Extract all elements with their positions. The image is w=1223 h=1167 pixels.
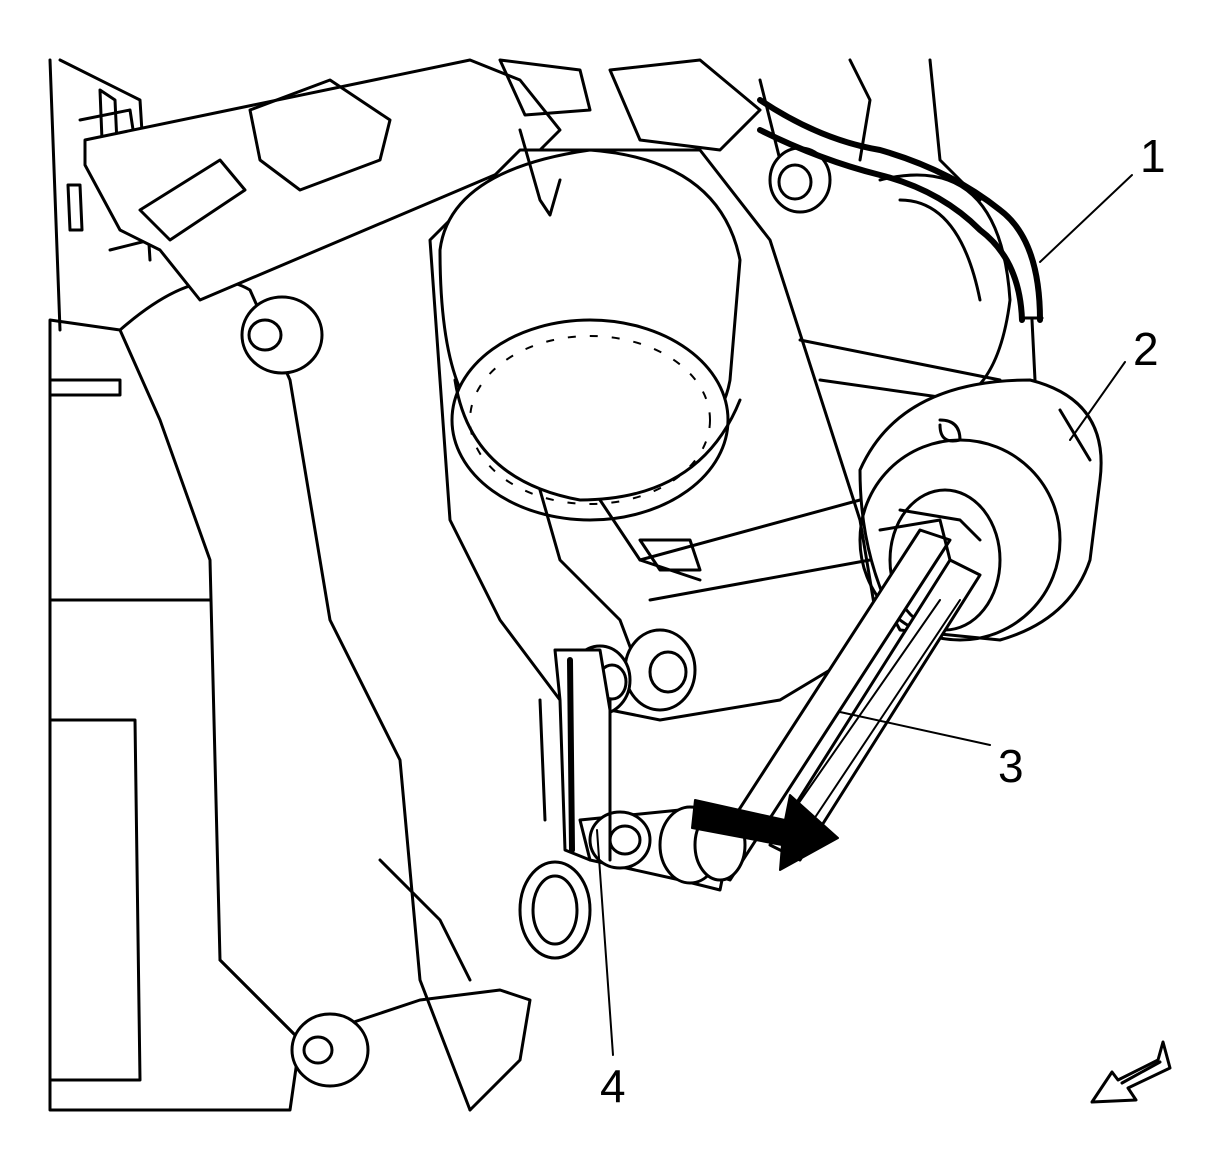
callout-2: 2 [1133,323,1159,375]
callout-1: 1 [1140,130,1166,182]
actuator-rod [698,518,982,882]
leader-lines [596,174,1133,1056]
callout-3: 3 [998,740,1024,792]
callout-4: 4 [600,1060,626,1112]
bold-arrow-right-icon [691,794,839,871]
connecting-link [538,648,747,892]
engine-block [48,58,592,1112]
front-view-arrow-icon [1090,1040,1172,1104]
vacuum-hose [757,97,1044,382]
coolant-outlet-housing [428,58,882,722]
